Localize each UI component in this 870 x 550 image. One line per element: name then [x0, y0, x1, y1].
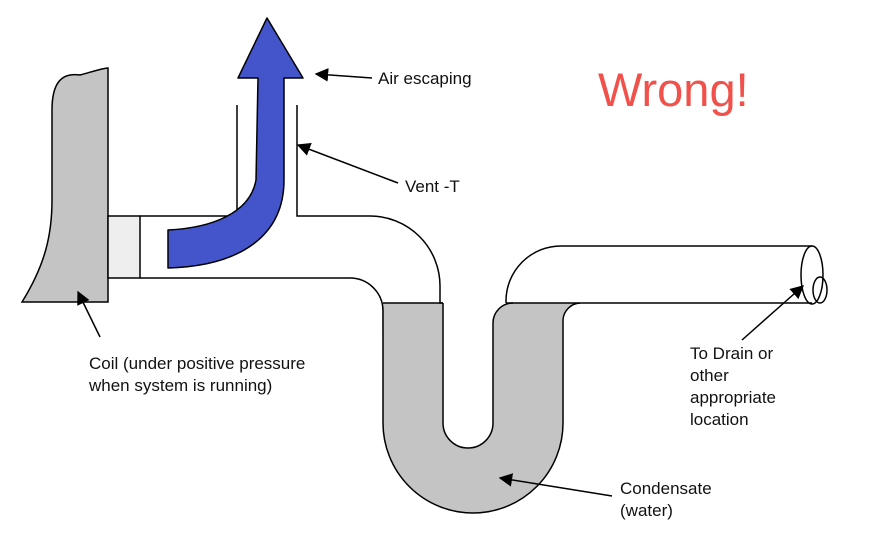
label-condensate-line1: Condensate: [620, 479, 712, 498]
label-condensate-line2: (water): [620, 501, 673, 520]
pointer-vent-t: [296, 143, 399, 184]
label-coil-line2: when system is running): [89, 376, 273, 395]
horizontal-pipe-top: [140, 105, 238, 217]
pointer-condensate: [498, 473, 613, 497]
condensate-water: [382, 303, 578, 513]
trap-inner-wall: [442, 302, 514, 449]
label-drain-line2: other: [690, 366, 729, 385]
pointer-drain: [741, 285, 805, 341]
air-escape-arrow: [167, 17, 304, 269]
label-drain-line1: To Drain or: [690, 344, 774, 363]
label-coil-line1: Coil (under positive pressure: [89, 354, 306, 373]
vent-pipe-right-wall: [296, 105, 443, 304]
outlet-pipe-top: [505, 245, 812, 303]
label-drain-line4: location: [690, 410, 749, 429]
pipe-end-inner: [812, 276, 828, 304]
label-air-escaping: Air escaping: [378, 69, 472, 88]
label-drain-line3: appropriate: [690, 388, 777, 407]
pipe-end: [800, 245, 824, 305]
pointer-air-escaping: [314, 68, 373, 82]
label-vent-t: Vent -T: [405, 177, 460, 196]
pipe-outline: [140, 105, 828, 514]
wrong-title: Wrong!: [598, 63, 749, 116]
coil-body: [20, 67, 109, 303]
trap-outer-wall: [140, 277, 812, 514]
pointer-coil: [77, 290, 101, 338]
coil-connector: [107, 215, 141, 279]
